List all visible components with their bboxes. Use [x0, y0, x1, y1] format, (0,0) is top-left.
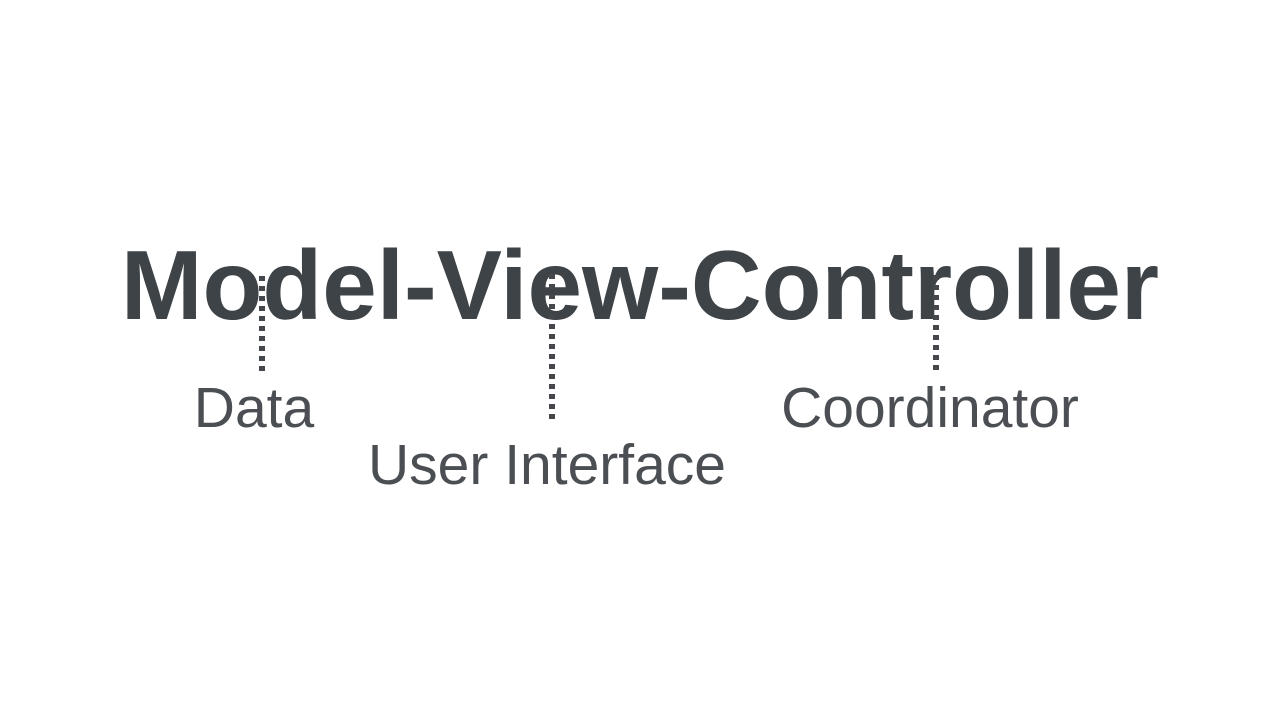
- label-view-user-interface: User Interface: [368, 433, 726, 497]
- diagram-title: Model-View-Controller: [120, 229, 1160, 340]
- dotted-connector-controller: [933, 275, 939, 370]
- dotted-connector-model: [259, 276, 265, 371]
- dotted-connector-view: [549, 274, 555, 421]
- label-controller-coordinator: Coordinator: [781, 376, 1079, 440]
- label-model-data: Data: [193, 376, 315, 440]
